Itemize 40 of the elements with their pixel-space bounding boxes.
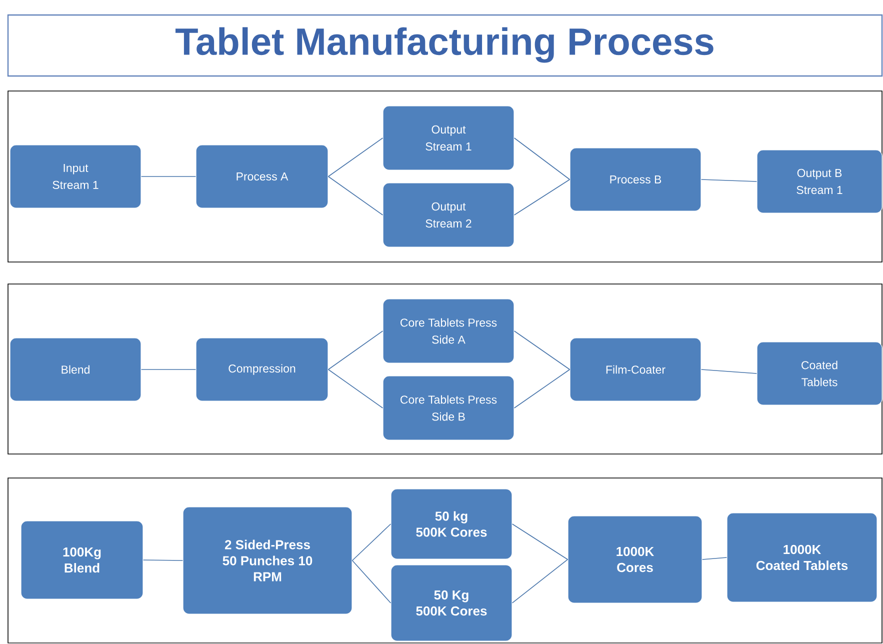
process-box: Output B Stream 1 [756, 150, 882, 214]
connector-line [140, 369, 196, 370]
connector-line [140, 176, 196, 177]
connector-line [514, 330, 570, 370]
connector-line [352, 560, 392, 604]
connector-line [328, 138, 384, 177]
process-box: 1000K Cores [568, 516, 702, 604]
process-box: Coated Tablets [756, 342, 882, 406]
process-box: 1000K Coated Tablets [726, 512, 878, 602]
process-box: Core Tablets Press Side A [382, 298, 514, 364]
connector-line [142, 560, 184, 561]
process-box: 100Kg Blend [20, 520, 144, 600]
process-box: Process A [196, 144, 328, 208]
process-box: Input Stream 1 [10, 144, 142, 208]
connector-line [352, 524, 392, 561]
process-box: Output Stream 2 [382, 182, 514, 248]
process-box: Process B [570, 148, 702, 212]
connector-line [328, 369, 384, 408]
title: Tablet Manufacturing Process [176, 27, 714, 63]
connector-line [512, 559, 568, 604]
connector-line [702, 557, 728, 560]
process-box: 2 Sided-Press 50 Punches 10 RPM [182, 506, 352, 614]
connector-line [514, 369, 570, 408]
process-box: 50 kg 500K Cores [390, 488, 512, 560]
connector-line [328, 176, 384, 216]
process-box: Output Stream 1 [382, 106, 514, 170]
panel-frame [8, 478, 882, 644]
connector-line [700, 369, 758, 374]
connector-line [700, 179, 758, 182]
process-box: Compression [196, 338, 328, 402]
connector-line [328, 330, 384, 370]
connector-line [514, 138, 570, 180]
panel-frame [8, 90, 882, 262]
process-box: Core Tablets Press Side B [382, 376, 514, 440]
connector-line [512, 524, 568, 560]
connector-line [514, 179, 570, 216]
process-box: Blend [10, 338, 142, 402]
process-box: 50 Kg 500K Cores [390, 564, 512, 642]
process-box: Film-Coater [570, 338, 702, 402]
panel-frame [8, 284, 882, 454]
